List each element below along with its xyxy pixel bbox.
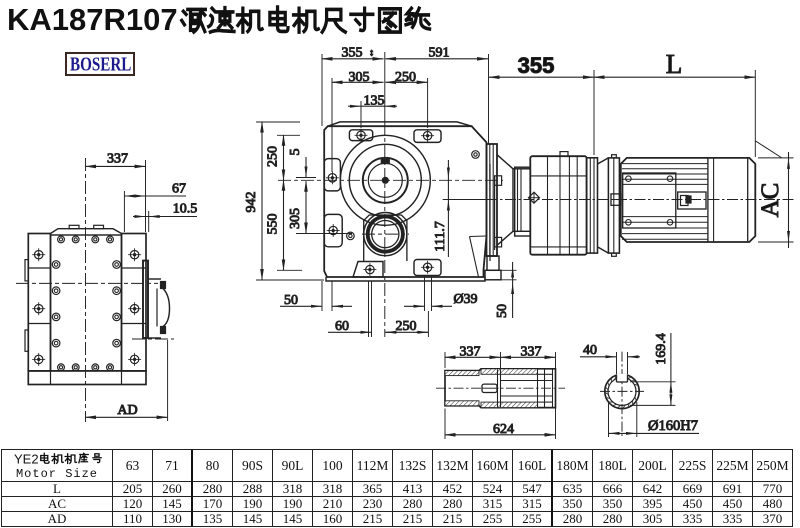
svg-text:305: 305 xyxy=(288,208,303,229)
svg-text:L: L xyxy=(666,49,683,79)
svg-text:550: 550 xyxy=(266,214,281,235)
svg-text:AD: AD xyxy=(117,403,137,418)
svg-text:169.4: 169.4 xyxy=(654,333,669,365)
svg-text:60: 60 xyxy=(335,319,349,334)
svg-text:355: 355 xyxy=(518,53,555,78)
svg-text:355: 355 xyxy=(342,46,363,61)
svg-text:942: 942 xyxy=(244,192,259,213)
svg-text:Ø160H7: Ø160H7 xyxy=(648,418,698,434)
svg-text:↕: ↕ xyxy=(369,48,374,59)
svg-text:111.7: 111.7 xyxy=(433,221,448,251)
svg-text:67: 67 xyxy=(172,182,186,197)
svg-text:591: 591 xyxy=(429,46,450,61)
svg-text:250: 250 xyxy=(266,146,281,167)
svg-text:10.5: 10.5 xyxy=(173,202,198,217)
svg-text:5: 5 xyxy=(288,149,303,156)
svg-text:Ø39: Ø39 xyxy=(453,292,477,307)
svg-text:40: 40 xyxy=(583,343,597,358)
svg-text:337: 337 xyxy=(107,152,128,167)
svg-text:50: 50 xyxy=(495,304,510,318)
svg-text:50: 50 xyxy=(284,293,298,308)
svg-text:YE2: YE2 xyxy=(14,452,39,467)
svg-text:AC: AC xyxy=(757,183,784,218)
svg-text:135: 135 xyxy=(364,94,385,109)
svg-text:250: 250 xyxy=(396,319,417,334)
